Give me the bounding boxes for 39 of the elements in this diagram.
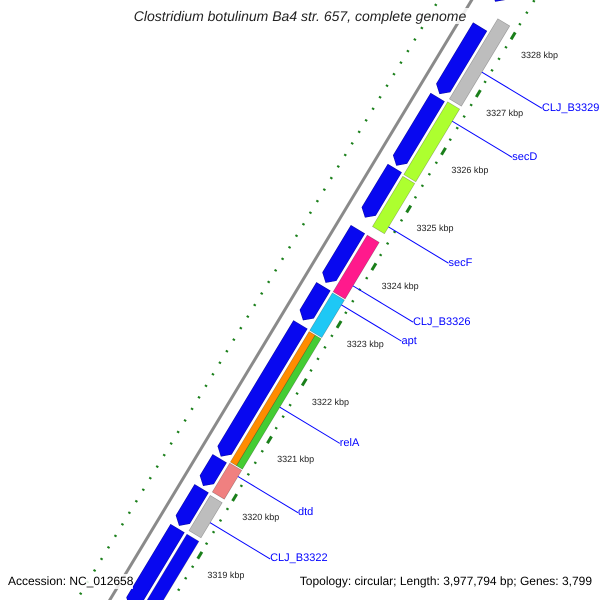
leader-line [352, 285, 414, 323]
leader-line [210, 522, 271, 560]
leader-line [237, 476, 298, 514]
gene-bar [392, 92, 445, 166]
scale-label: 3321 kbp [277, 454, 314, 464]
gene-bar [188, 495, 223, 538]
scale-label: 3327 kbp [486, 108, 524, 118]
gene-label: CLJ_B3329 [542, 102, 600, 115]
gene-bar [436, 22, 488, 94]
gene-bar [300, 282, 330, 320]
scale-label: 3325 kbp [416, 223, 454, 234]
scale-label: 3328 kbp [521, 50, 558, 60]
leader-line [481, 72, 542, 109]
scale-label: 3323 kbp [346, 338, 384, 349]
gene-label: CLJ_B3326 [412, 316, 470, 329]
gene-bar [200, 454, 227, 486]
leader-line [340, 304, 402, 342]
scale-label: 3326 kbp [451, 165, 488, 176]
gene-bar [212, 462, 242, 500]
leader-line [388, 226, 449, 264]
gene-label: relA [340, 436, 360, 450]
scale-label: 3320 kbp [242, 512, 280, 522]
gene-label: dtd [298, 506, 314, 520]
gene-label: CLJ_B3322 [270, 552, 328, 566]
gene-label: secF [448, 256, 472, 270]
scale-label: 3324 kbp [382, 281, 419, 291]
gene-bar [309, 292, 345, 338]
leader-line [452, 120, 513, 158]
gene-bar [176, 484, 209, 526]
gene-label: secD [512, 150, 538, 164]
leader-line [279, 406, 340, 444]
genome-info-text: Topology: circular; Length: 3,977,794 bp; Genes: 3,799 [300, 574, 592, 589]
gene-bar [322, 225, 365, 283]
gene-bar [218, 320, 308, 457]
scale-label: 3322 kbp [312, 396, 349, 407]
accession-text: Accession: NC_012658 [8, 574, 134, 589]
gene-label: apt [401, 334, 417, 348]
gene-bar [362, 164, 402, 218]
scale-label: 3319 kbp [207, 570, 244, 580]
